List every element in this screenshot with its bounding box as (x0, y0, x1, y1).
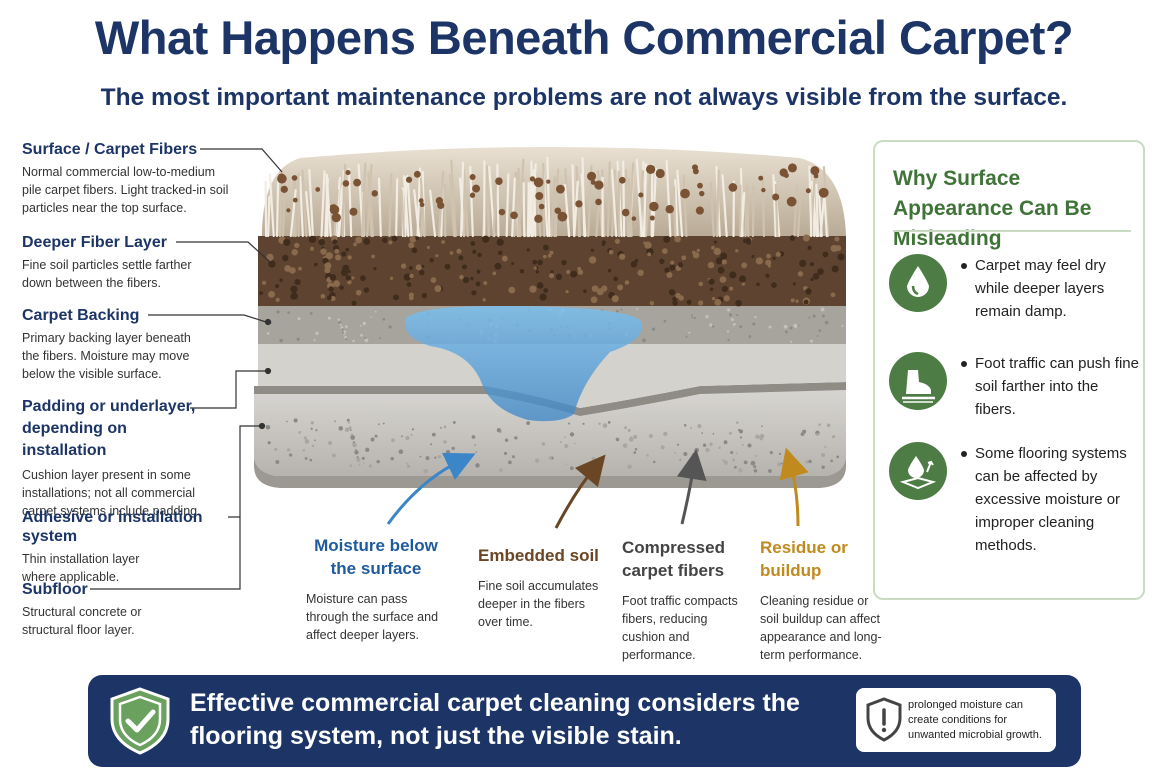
embedded-soil-arrow (554, 454, 606, 529)
layer-label-carpet-backing: Carpet Backing Primary backing layer ben… (22, 307, 191, 381)
callout-moisture-desc: Moisture can pass through the surface an… (306, 592, 439, 642)
fiber-strands (264, 156, 830, 238)
callout-compressed-fibers-title: Compressed carpet fibers (622, 538, 725, 580)
summary-banner: Effective commercial carpet cleaning con… (88, 675, 1081, 767)
shield-check-icon (104, 685, 176, 757)
residue-arrow (779, 447, 809, 527)
panel-divider (893, 230, 1131, 232)
padding-layer (258, 344, 846, 408)
deeper-fiber-layer (258, 236, 846, 306)
layer-label-subfloor: Subfloor Structural concrete or structur… (22, 581, 142, 637)
panel-title: Why Surface Appearance Can Be Misleading (893, 167, 1092, 250)
flooring-moisture-icon (889, 442, 947, 500)
callout-residue-desc: Cleaning residue or soil buildup can aff… (760, 594, 882, 662)
adhesive-layer (254, 382, 846, 416)
water-drop-icon (889, 254, 947, 312)
layer-label-surface-fibers: Surface / Carpet Fibers Normal commercia… (22, 141, 229, 215)
surface-fiber-layer (262, 147, 846, 236)
soil-particles (259, 163, 845, 344)
banner-text: Effective commercial carpet cleaning con… (190, 689, 800, 750)
moisture-arrow (386, 452, 476, 525)
callout-embedded-soil-title: Embedded soil (478, 546, 599, 565)
callout-compressed-fibers: Compressed carpet fibers Foot traffic co… (622, 536, 750, 664)
callout-moisture-title: Moisture below the surface (314, 536, 438, 578)
callout-embedded-soil: Embedded soil Fine soil accumulates deep… (478, 544, 608, 631)
why-misleading-panel: Why Surface Appearance Can Be Misleading… (873, 140, 1145, 600)
subfloor-layer (254, 388, 846, 488)
warning-note: prolonged moisture can create conditions… (856, 688, 1056, 752)
callout-moisture: Moisture below the surface Moisture can … (306, 534, 446, 644)
layer-label-deeper-fiber: Deeper Fiber Layer Fine soil particles s… (22, 234, 192, 290)
layer-label-adhesive: Adhesive or installation system Thin ins… (22, 509, 203, 584)
concrete-texture (265, 418, 840, 474)
foot-traffic-icon (889, 352, 947, 410)
compressed-fiber-arrow (676, 449, 707, 525)
warning-note-text: prolonged moisture can create conditions… (908, 699, 1042, 741)
moisture-plume (405, 306, 642, 422)
shield-exclamation-icon (864, 696, 904, 744)
page-title: What Happens Beneath Commercial Carpet? (94, 11, 1074, 64)
backing-layer (258, 306, 846, 344)
layer-label-padding: Padding or underlayer, depending on inst… (22, 398, 201, 518)
page-subtitle: The most important maintenance problems … (100, 84, 1068, 111)
callout-residue-title: Residue or buildup (760, 538, 848, 580)
callout-residue: Residue or buildup Cleaning residue or s… (760, 536, 882, 664)
callout-compressed-fibers-desc: Foot traffic compacts fibers, reducing c… (622, 594, 738, 662)
callout-embedded-soil-desc: Fine soil accumulates deeper in the fibe… (478, 579, 599, 629)
